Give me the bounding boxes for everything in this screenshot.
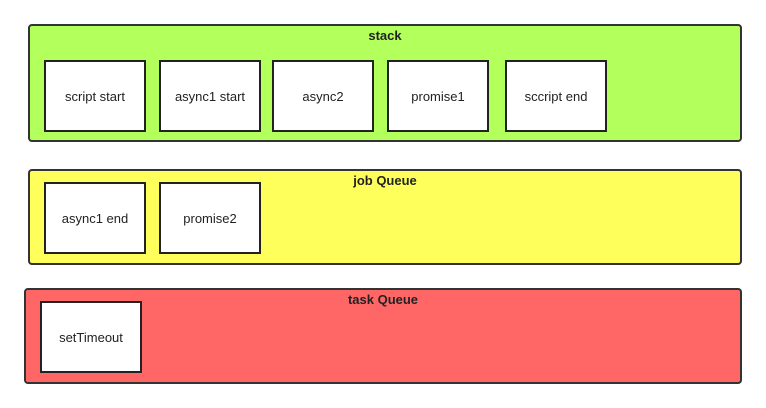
task-queue-title: task Queue bbox=[347, 292, 419, 307]
task-queue-panel: task Queue setTimeout bbox=[24, 288, 742, 384]
stack-item: script start bbox=[44, 60, 146, 132]
stack-item: sccript end bbox=[505, 60, 607, 132]
job-queue-item: promise2 bbox=[159, 182, 261, 254]
stack-item: async1 start bbox=[159, 60, 261, 132]
job-queue-title: job Queue bbox=[353, 173, 417, 188]
stack-item: promise1 bbox=[387, 60, 489, 132]
stack-item: async2 bbox=[272, 60, 374, 132]
stack-title: stack bbox=[368, 28, 402, 43]
job-queue-item: async1 end bbox=[44, 182, 146, 254]
stack-panel: stack script start async1 start async2 p… bbox=[28, 24, 742, 142]
job-queue-panel: job Queue async1 end promise2 bbox=[28, 169, 742, 265]
task-queue-item: setTimeout bbox=[40, 301, 142, 373]
